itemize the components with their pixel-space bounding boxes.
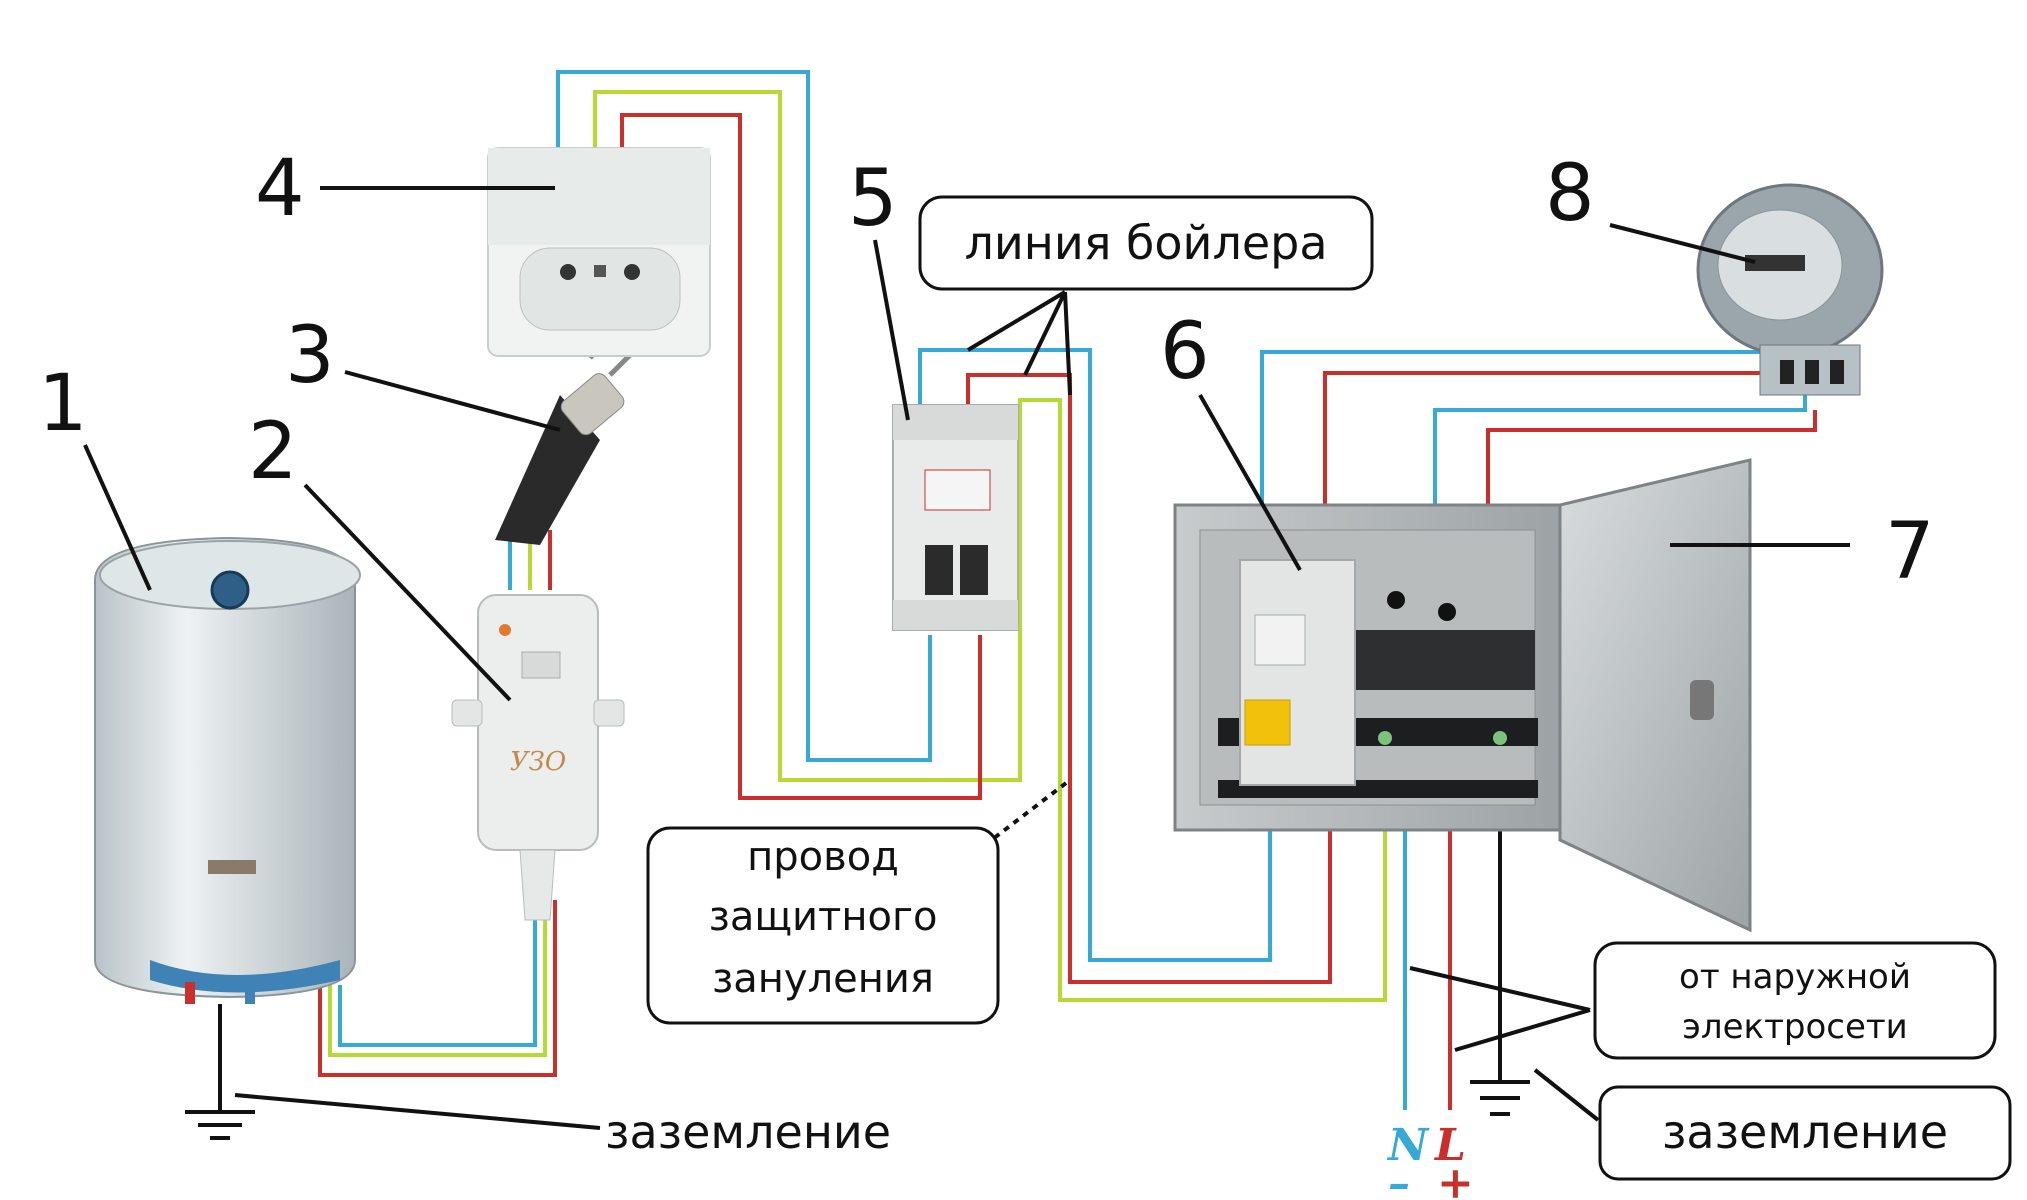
number-1: 1 — [38, 359, 88, 449]
breaker-bottom-terminals — [893, 600, 1018, 630]
number-3: 3 — [285, 311, 335, 401]
leader-6 — [1198, 394, 1302, 571]
number-4: 4 — [255, 144, 305, 234]
rcd-device: УЗО — [451, 594, 625, 921]
meter-terminal-3 — [1830, 360, 1844, 384]
number-6: 6 — [1160, 307, 1210, 397]
external-grid-line-1: от наружной — [1679, 957, 1911, 997]
socket-lid — [488, 148, 710, 245]
neutral-label: N — [1386, 1120, 1430, 1171]
boiler-line-label: линия бойлера — [964, 216, 1327, 270]
door-lock-icon — [1690, 680, 1714, 720]
rcd-ear-right — [593, 699, 625, 727]
wire-breaker-panel-green — [1058, 400, 1387, 1002]
leader-2 — [303, 483, 512, 702]
leader-5 — [873, 239, 910, 421]
leader-external-grid — [1409, 966, 1591, 1052]
rcd-indicator-icon — [499, 624, 511, 636]
boiler-control-ring — [150, 960, 340, 993]
rcd-ear-left — [451, 699, 483, 727]
wire-boiler-rcd-blue — [338, 900, 537, 1047]
phase-terminal-icon — [1438, 603, 1456, 621]
boiler-hot-pipe — [185, 982, 195, 1004]
rcd-test-button — [521, 651, 561, 679]
wire-socket-breaker-blue — [556, 70, 932, 762]
boiler-cold-pipe — [245, 982, 255, 1004]
breaker-top-terminals — [893, 405, 1018, 440]
plug-pin-1 — [608, 353, 632, 377]
breaker-label — [924, 469, 991, 511]
meter-terminal-2 — [1805, 360, 1819, 384]
plug-body — [495, 395, 600, 545]
grounding-right-box — [1598, 1085, 2012, 1181]
leader-grounding-left — [234, 1093, 601, 1130]
wire-socket-breaker-red — [620, 113, 982, 800]
number-2: 2 — [248, 407, 298, 497]
wire-breaker-panel-red — [966, 373, 1332, 984]
boiler-badge — [208, 860, 256, 874]
ground-terminal-icon — [1493, 731, 1507, 745]
leader-3 — [344, 370, 561, 432]
boiler-line-box — [918, 195, 1374, 291]
wire-socket-breaker-green — [593, 90, 1062, 782]
external-grid-box — [1593, 941, 1997, 1060]
meter-terminal-1 — [1780, 360, 1794, 384]
meter-display — [1745, 255, 1805, 271]
phase-label: L — [1433, 1120, 1466, 1171]
leader-8 — [1609, 223, 1756, 264]
number-8: 8 — [1545, 149, 1595, 239]
grounding-left-label: заземление — [605, 1105, 891, 1159]
leader-1 — [83, 444, 152, 591]
wire-boiler-rcd-green — [328, 900, 547, 1057]
panel-din-rail — [1355, 630, 1535, 690]
wire-breaker-panel-blue — [918, 348, 1272, 962]
socket-hole-right-icon — [624, 264, 640, 280]
boiler-tank — [94, 536, 356, 999]
minus-label: – — [1388, 1158, 1410, 1200]
number-5: 5 — [848, 154, 898, 244]
breaker-lever-left — [925, 545, 953, 595]
socket — [487, 147, 711, 357]
electric-meter — [1696, 183, 1884, 396]
plus-label: + — [1437, 1158, 1474, 1200]
protective-wire-line-1: провод — [747, 834, 899, 880]
plug — [495, 338, 632, 545]
leader-grounding-right — [1533, 1068, 1600, 1122]
rcd-cable-sleeve — [519, 849, 556, 921]
protective-wire-line-3: зануления — [712, 956, 934, 1002]
wire-boiler-rcd-red — [318, 900, 557, 1077]
socket-hole-left-icon — [560, 264, 576, 280]
panel-door — [1558, 458, 1752, 933]
number-7: 7 — [1885, 507, 1935, 597]
socket-ground-icon — [594, 265, 606, 277]
plug-head — [560, 373, 625, 436]
boiler — [94, 536, 361, 1140]
grounding-right-label: заземление — [1662, 1105, 1948, 1159]
breaker-body — [892, 404, 1019, 631]
external-grid-line-2: электросети — [1682, 1007, 1908, 1047]
breaker-lever-right — [960, 545, 988, 595]
leader-protective-wire — [983, 778, 1072, 847]
socket-face — [519, 247, 681, 331]
panel-breaker-lever — [1244, 699, 1291, 746]
rcd-body — [477, 594, 599, 851]
protective-wire-box — [646, 826, 1000, 1025]
leader-boiler-line — [966, 290, 1072, 396]
panel-breaker-label — [1254, 614, 1306, 666]
leader-lines — [83, 186, 1850, 1130]
thermometer-icon — [210, 570, 250, 610]
panel-breaker-body — [1239, 559, 1356, 786]
boiler-breaker — [892, 404, 1019, 631]
ground-symbol-right — [1470, 1080, 1530, 1116]
rcd-text: УЗО — [510, 747, 566, 777]
ground-symbol-left — [185, 1110, 255, 1140]
protective-wire-line-2: защитного — [709, 894, 938, 940]
panel-breaker — [1239, 559, 1356, 786]
neutral-terminal-icon — [1387, 591, 1405, 609]
pe-terminal-icon — [1378, 731, 1392, 745]
